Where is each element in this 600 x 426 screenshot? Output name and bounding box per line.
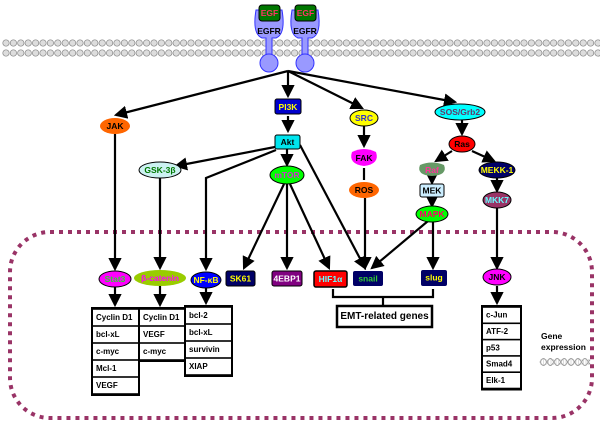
svg-text:EMT-related genes: EMT-related genes — [340, 311, 429, 322]
svg-text:SOS/Grb2: SOS/Grb2 — [440, 107, 480, 117]
svg-text:snail: snail — [358, 274, 377, 284]
egfr-label: EGFR — [293, 26, 317, 36]
svg-text:MEK: MEK — [423, 186, 443, 196]
node-4ebp1: 4EBP1 — [271, 270, 303, 287]
egf-ligand — [258, 4, 281, 22]
nucleus-boundary — [8, 230, 594, 420]
node-ros: ROS — [349, 182, 379, 198]
node-jnk: JNK — [482, 268, 512, 286]
target-gene: Mcl-1 — [96, 364, 117, 373]
node-ras: Ras — [448, 135, 476, 153]
svg-text:PI3K: PI3K — [279, 102, 299, 112]
svg-text:slug: slug — [425, 273, 442, 283]
target-gene: p53 — [486, 343, 500, 352]
svg-text:JNK: JNK — [488, 272, 506, 282]
svg-text:FAK: FAK — [356, 153, 374, 163]
svg-text:Ras: Ras — [454, 139, 470, 149]
target-gene: bcl-2 — [189, 311, 208, 320]
egfr-receptor-1: EGF EGFR — [254, 4, 284, 73]
svg-text:EGF: EGF — [297, 8, 314, 18]
node-mtor: mTOR — [269, 165, 305, 185]
node-gsk3b: GSK-3β — [138, 161, 182, 179]
node-jak: JAK — [100, 118, 130, 134]
target-gene: XIAP — [189, 362, 208, 371]
node-snail: snail — [353, 271, 383, 286]
node-mapk: MAPK — [415, 205, 449, 223]
node-stat3: Stat3 — [98, 270, 132, 288]
svg-text:β-catenin: β-catenin — [141, 273, 179, 283]
node-raf: Raf — [419, 162, 445, 176]
target-gene: Cyclin D1 — [96, 313, 133, 322]
node-mekk1: MEKK-1 — [478, 161, 516, 179]
svg-text:JAK: JAK — [106, 121, 124, 131]
target-gene: c-Jun — [486, 311, 507, 320]
node-mek: MEK — [419, 183, 445, 198]
svg-text:EGF: EGF — [261, 8, 278, 18]
node-src: SRC — [349, 109, 379, 127]
svg-text:GSK-3β: GSK-3β — [144, 165, 175, 175]
emt-related-genes-box: EMT-related genes — [335, 304, 434, 329]
target-gene: Elk-1 — [486, 376, 506, 385]
egfr-label: EGFR — [257, 26, 281, 36]
target-gene: Cyclin D1 — [143, 313, 180, 322]
svg-text:Gene: Gene — [541, 331, 563, 341]
svg-text:ROS: ROS — [355, 185, 374, 195]
target-gene: VEGF — [96, 381, 118, 390]
node-slug: slug — [421, 270, 447, 286]
legend-gene-expression: Gene expression — [539, 331, 591, 367]
target-gene: bcl-xL — [96, 330, 120, 339]
pathway-edges — [108, 69, 504, 308]
node-akt: Akt — [274, 134, 301, 150]
svg-text:HIF1α: HIF1α — [319, 274, 343, 284]
target-gene: c-myc — [96, 347, 120, 356]
svg-text:expression: expression — [541, 342, 586, 352]
node-mkk7: MKK7 — [482, 191, 512, 209]
dna-helix-icon — [539, 357, 591, 367]
svg-text:Stat3: Stat3 — [105, 274, 126, 284]
node-beta-catenin: β-catenin — [134, 270, 186, 286]
node-sos-grb2: SOS/Grb2 — [434, 103, 486, 121]
target-gene: ATF-2 — [486, 327, 509, 336]
egfr-receptor-2: EGF EGFR — [290, 4, 320, 73]
target-gene: survivin — [189, 345, 220, 354]
target-gene: Smad4 — [486, 360, 513, 369]
svg-text:4EBP1: 4EBP1 — [274, 274, 301, 284]
svg-text:MKK7: MKK7 — [485, 195, 509, 205]
node-fak: FAK — [351, 149, 377, 166]
target-gene: bcl-xL — [189, 328, 213, 337]
target-gene: c-myc — [143, 347, 167, 356]
svg-text:Akt: Akt — [281, 137, 295, 147]
svg-text:SK61: SK61 — [230, 274, 252, 284]
node-nfkb: NF-κB — [190, 271, 222, 289]
svg-text:SRC: SRC — [355, 113, 373, 123]
egf-ligand — [294, 4, 317, 22]
svg-text:MEKK-1: MEKK-1 — [481, 165, 514, 175]
svg-text:Raf: Raf — [425, 165, 439, 175]
target-list-beta-catenin: Cyclin D1 VEGF c-myc — [138, 307, 186, 362]
svg-text:MAPK: MAPK — [419, 209, 445, 219]
svg-text:NF-κB: NF-κB — [193, 275, 218, 285]
node-hif1a: HIF1α — [313, 270, 348, 288]
node-sk61: SK61 — [225, 270, 256, 287]
node-pi3k: PI3K — [274, 98, 302, 115]
cell-membrane — [2, 39, 600, 57]
target-gene: VEGF — [143, 330, 165, 339]
svg-text:mTOR: mTOR — [274, 170, 299, 180]
